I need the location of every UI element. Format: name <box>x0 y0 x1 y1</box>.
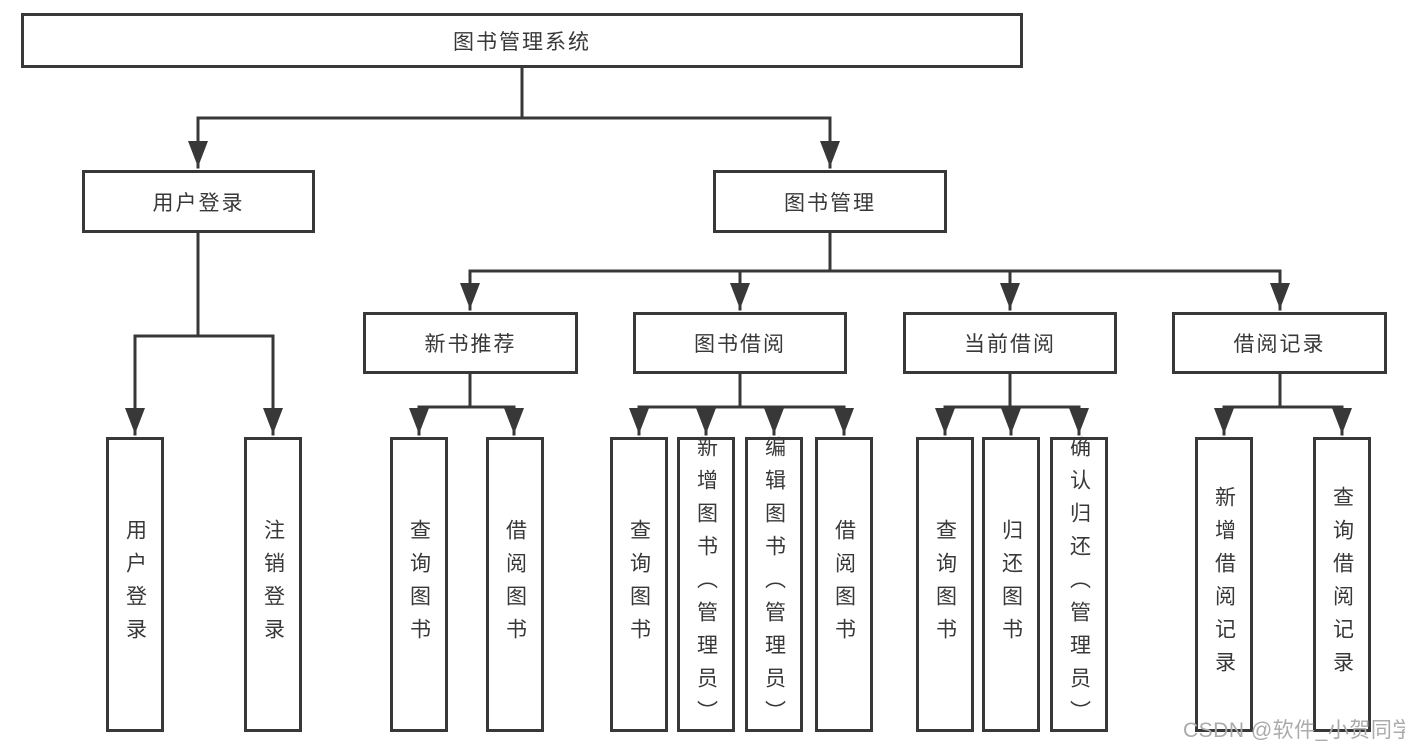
leaf-confirm-return-admin: 确认归还（管理员） <box>1050 436 1108 733</box>
node-book-borrow-label: 图书借阅 <box>694 333 786 356</box>
node-user-login-label: 用户登录 <box>152 191 245 215</box>
connector-borrow-records-children <box>1222 372 1344 409</box>
leaf-add-book-admin: 新增图书（管理员） <box>677 436 735 733</box>
connector-root-to-level1 <box>196 66 832 120</box>
node-current-borrow-label: 当前借阅 <box>964 333 1056 356</box>
leaf-add-borrow-record: 新增借阅记录 <box>1195 437 1253 732</box>
leaf-user-login: 用户登录 <box>106 437 164 732</box>
connector-new-rec-children <box>417 372 516 409</box>
node-book-mgmt-label: 图书管理 <box>784 191 876 215</box>
node-user-login: 用户登录 <box>82 170 315 233</box>
leaf-edit-book-admin: 编辑图书（管理员） <box>745 436 803 733</box>
node-root-label: 图书管理系统 <box>453 30 591 54</box>
node-new-book-rec: 新书推荐 <box>363 312 578 374</box>
watermark: CSDN @软件_小贺同学 <box>1183 719 1405 742</box>
leaf-query-books-newrec: 查询图书 <box>390 437 448 732</box>
leaf-query-books-current: 查询图书 <box>916 437 974 732</box>
connector-user-login-children <box>133 231 275 338</box>
leaf-logout: 注销登录 <box>244 437 302 732</box>
node-new-book-rec-label: 新书推荐 <box>424 333 517 356</box>
leaf-query-borrow-record: 查询借阅记录 <box>1313 437 1371 732</box>
connector-current-borrow-children <box>943 372 1081 409</box>
node-borrow-records-label: 借阅记录 <box>1233 333 1326 356</box>
node-book-mgmt: 图书管理 <box>713 170 947 233</box>
node-borrow-records: 借阅记录 <box>1172 312 1387 374</box>
leaf-borrow-books-borrow: 借阅图书 <box>815 437 873 732</box>
node-current-borrow: 当前借阅 <box>903 312 1117 374</box>
connector-book-borrow-children <box>637 372 846 409</box>
connector-book-mgmt-children <box>468 231 1282 273</box>
leaf-borrow-books-newrec: 借阅图书 <box>486 437 544 732</box>
leaf-query-books-borrow: 查询图书 <box>610 437 668 732</box>
leaf-return-book: 归还图书 <box>982 437 1040 732</box>
node-root: 图书管理系统 <box>21 13 1023 68</box>
node-book-borrow: 图书借阅 <box>633 312 847 374</box>
